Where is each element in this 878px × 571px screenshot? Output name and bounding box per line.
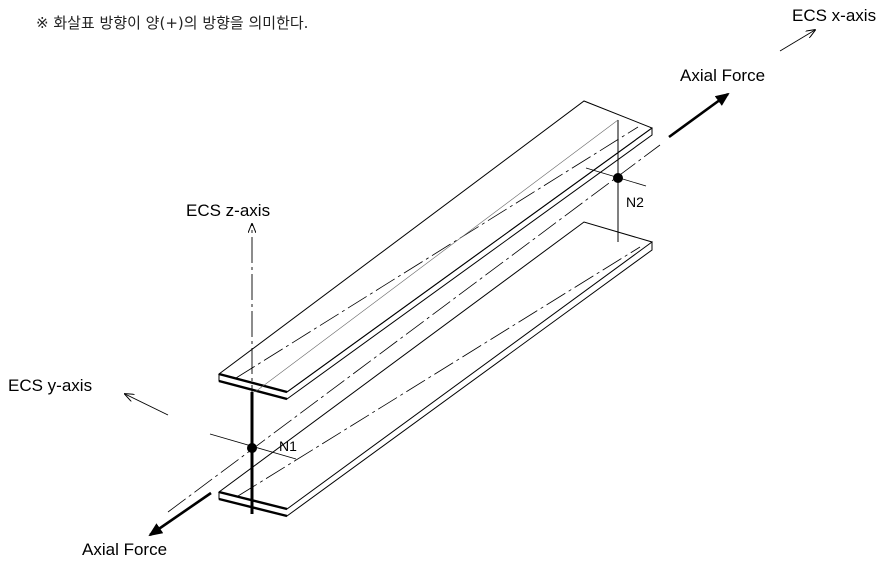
ecs-axes — [125, 30, 815, 448]
axial-force-bottom-label: Axial Force — [82, 540, 168, 559]
web-top-line — [254, 119, 619, 393]
centerlines — [167, 126, 661, 513]
top-flange-near-edge — [218, 372, 288, 394]
bottom-flange-thickness — [218, 242, 653, 517]
bottom-flange-outline — [217, 221, 654, 510]
ecs-y-axis-label: ECS y-axis — [8, 376, 93, 395]
node-n2-label: N2 — [626, 194, 644, 210]
section-marks — [209, 167, 647, 460]
ecs-y-axis-arrow — [125, 394, 169, 416]
node-n2-dot — [613, 173, 623, 183]
sign-convention-note: ※ 화살표 방향이 양(+)의 방향을 의미한다. — [36, 14, 309, 32]
ecs-x-axis-label: ECS x-axis — [792, 6, 877, 25]
bottom-flange — [217, 221, 654, 518]
bottom-flange-centerline — [237, 246, 641, 497]
bottom-flange-near-edge — [218, 490, 288, 511]
axial-force-top-label: Axial Force — [680, 66, 766, 85]
axial-force-positive-arrow — [668, 92, 730, 139]
node-n1-label: N1 — [279, 438, 297, 454]
top-flange-front-edge — [286, 127, 653, 393]
top-flange-edge-thick — [218, 379, 288, 401]
bottom-flange-edge-thick — [218, 497, 288, 518]
ecs-x-axis-arrow — [779, 30, 815, 52]
top-flange — [217, 100, 654, 401]
top-flange-centerline — [235, 126, 639, 379]
ecs-z-axis-label: ECS z-axis — [186, 201, 271, 220]
axial-forces — [148, 92, 730, 537]
web — [250, 119, 619, 514]
axial-force-negative-arrow — [148, 491, 212, 537]
top-flange-outline — [217, 100, 654, 393]
